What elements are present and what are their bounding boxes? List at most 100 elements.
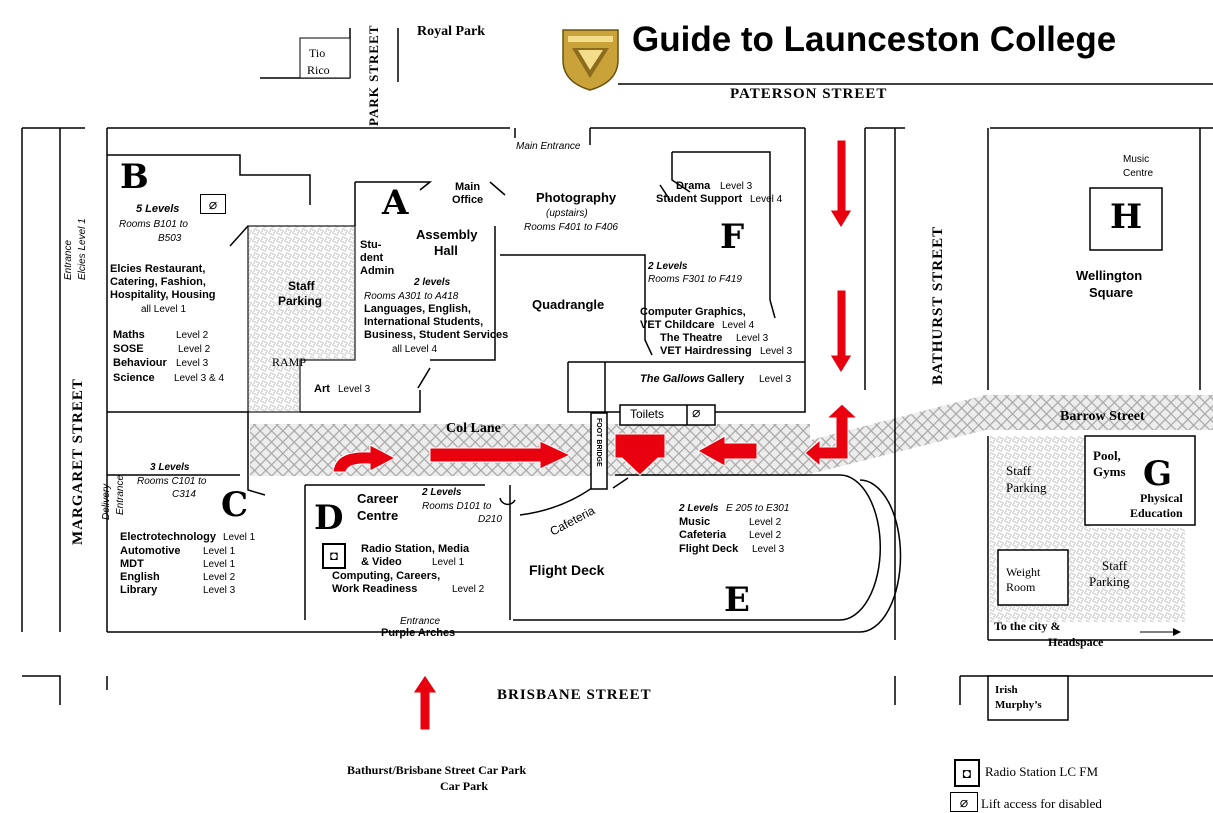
b-subject-1-level: Level 2 [176, 330, 209, 341]
computing-level: Level 2 [452, 584, 485, 595]
tio-rico-line-1: Tio [309, 46, 326, 60]
main-office-line-1: Main [455, 181, 481, 193]
hairdressing-label: VET Hairdressing [660, 345, 752, 357]
theatre-level: Level 3 [736, 333, 769, 344]
c-subject-4: English [120, 571, 160, 583]
brisbane-street-label: BRISBANE STREET [497, 687, 652, 703]
margaret-street-label: MARGARET STREET [70, 378, 86, 545]
staff-parking-a-1: Staff [288, 279, 315, 293]
delivery-entrance-line-2: Entrance [115, 474, 126, 515]
building-b-rooms-2: B503 [158, 233, 182, 244]
vet-childcare-level: Level 4 [722, 320, 755, 331]
staff-parking-g-1: Staff [1006, 463, 1032, 478]
student-support-label: Student Support [656, 193, 743, 205]
quadrangle-label: Quadrangle [532, 297, 605, 312]
legend-radio-text: Radio Station LC FM [985, 764, 1099, 779]
irish-murphys-line-2: Murphy’s [995, 699, 1042, 711]
e-subject-3-level: Level 3 [752, 544, 785, 555]
legend-lift-text: Lift access for disabled [981, 796, 1102, 811]
arrow-down-bathurst-1 [829, 139, 853, 229]
wellington-line-2: Square [1089, 285, 1134, 300]
street-outlines [21, 28, 1213, 705]
bathurst-street-label: BATHURST STREET [930, 225, 946, 385]
building-a-letter: A [382, 183, 409, 223]
building-d-levels: 2 Levels [422, 487, 462, 498]
vet-childcare-label: VET Childcare [640, 319, 715, 331]
building-f-letter: F [720, 217, 745, 257]
elcies-entrance-line-1: Entrance [63, 239, 74, 280]
building-d-letter: D [314, 498, 344, 538]
pool-gyms-line-1: Pool, [1093, 448, 1121, 463]
building-c-rooms-2: C314 [172, 489, 196, 500]
e-subject-1: Music [679, 516, 711, 528]
physical-education-line-1: Physical [1140, 491, 1183, 505]
computing-line-2: Work Readiness [332, 583, 418, 595]
arrow-down-quad [614, 433, 666, 476]
c-subject-1: Electrotechnology [120, 531, 216, 543]
building-c-letter: C [221, 485, 249, 525]
e-subject-1-level: Level 2 [749, 517, 782, 528]
c-subject-2-level: Level 1 [203, 546, 236, 557]
b-subject-4: Science [113, 372, 155, 384]
delivery-entrance-line-1: Delivery [101, 483, 112, 520]
photography-note: (upstairs) [546, 208, 588, 219]
staff-parking-a-2: Parking [278, 294, 323, 308]
ramp-label: RAMP [272, 355, 307, 369]
weight-room-line-1: Weight [1006, 565, 1041, 579]
building-e-levels: 2 Levels [679, 503, 719, 514]
to-city-label: To the city & [994, 619, 1061, 633]
paterson-street-label: PATERSON STREET [730, 86, 888, 102]
building-a-rooms: Rooms A301 to A418 [364, 291, 459, 302]
drama-label: Drama [676, 180, 711, 192]
barrow-street-label: Barrow Street [1060, 409, 1145, 424]
student-admin-line-3: Admin [360, 265, 395, 277]
purple-arches-label: Purple Arches [381, 627, 456, 639]
weight-room-line-2: Room [1006, 580, 1036, 594]
college-logo [562, 29, 619, 91]
c-subject-4-level: Level 2 [203, 572, 236, 583]
computer-graphics-label: Computer Graphics, [640, 306, 746, 318]
irish-murphys-line-1: Irish [995, 684, 1018, 696]
e-subject-2: Cafeteria [679, 529, 727, 541]
flight-deck-label: Flight Deck [529, 562, 605, 578]
c-subject-5: Library [120, 584, 158, 596]
b-subject-3-level: Level 3 [176, 358, 209, 369]
main-entrance-label: Main Entrance [516, 141, 581, 152]
physical-education-line-2: Education [1130, 506, 1183, 520]
gallery-level: Level 3 [759, 374, 792, 385]
radio-icon-d: ◘ [322, 543, 346, 569]
building-e-letter: E [724, 580, 750, 620]
park-street-label: PARK STREET [366, 24, 381, 126]
gallery-label: Gallery [707, 373, 745, 385]
staff-parking-g-2: Parking [1006, 480, 1047, 495]
arrow-up-brisbane [412, 674, 438, 731]
barrow-street-path [780, 395, 1213, 474]
e-subject-2-level: Level 2 [749, 530, 782, 541]
wellington-line-1: Wellington [1076, 268, 1143, 283]
b-subject-2-level: Level 2 [178, 344, 211, 355]
e-subject-3: Flight Deck [679, 543, 739, 555]
legend-lift-icon: ⌀ [950, 792, 978, 812]
purple-entrance-label: Entrance [400, 616, 441, 627]
drama-level: Level 3 [720, 181, 753, 192]
building-h-letter: H [1110, 197, 1143, 237]
radio-station-line-1: Radio Station, Media [361, 543, 470, 555]
building-c-rooms-1: Rooms C101 to [137, 476, 207, 487]
tio-rico-line-2: Rico [307, 63, 330, 77]
arrow-turn-barrow [804, 403, 859, 468]
building-f-rooms: Rooms F301 to F419 [648, 274, 742, 285]
building-d-rooms-1: Rooms D101 to [422, 501, 492, 512]
building-d-rooms-2: D210 [478, 514, 502, 525]
pool-gyms-line-2: Gyms [1093, 464, 1126, 479]
arrow-left-col-lane [696, 435, 758, 467]
building-b-levels: 5 Levels [136, 203, 180, 215]
elcies-line-1: Elcies Restaurant, [110, 263, 206, 275]
photography-rooms: Rooms F401 to F406 [524, 222, 618, 233]
b-subject-3: Behaviour [113, 357, 167, 369]
b-subject-2: SOSE [113, 343, 144, 355]
student-admin-line-2: dent [360, 252, 384, 264]
headspace-label: Headspace [1048, 635, 1104, 649]
main-office-line-2: Office [452, 194, 484, 206]
career-centre-line-1: Career [357, 491, 399, 506]
